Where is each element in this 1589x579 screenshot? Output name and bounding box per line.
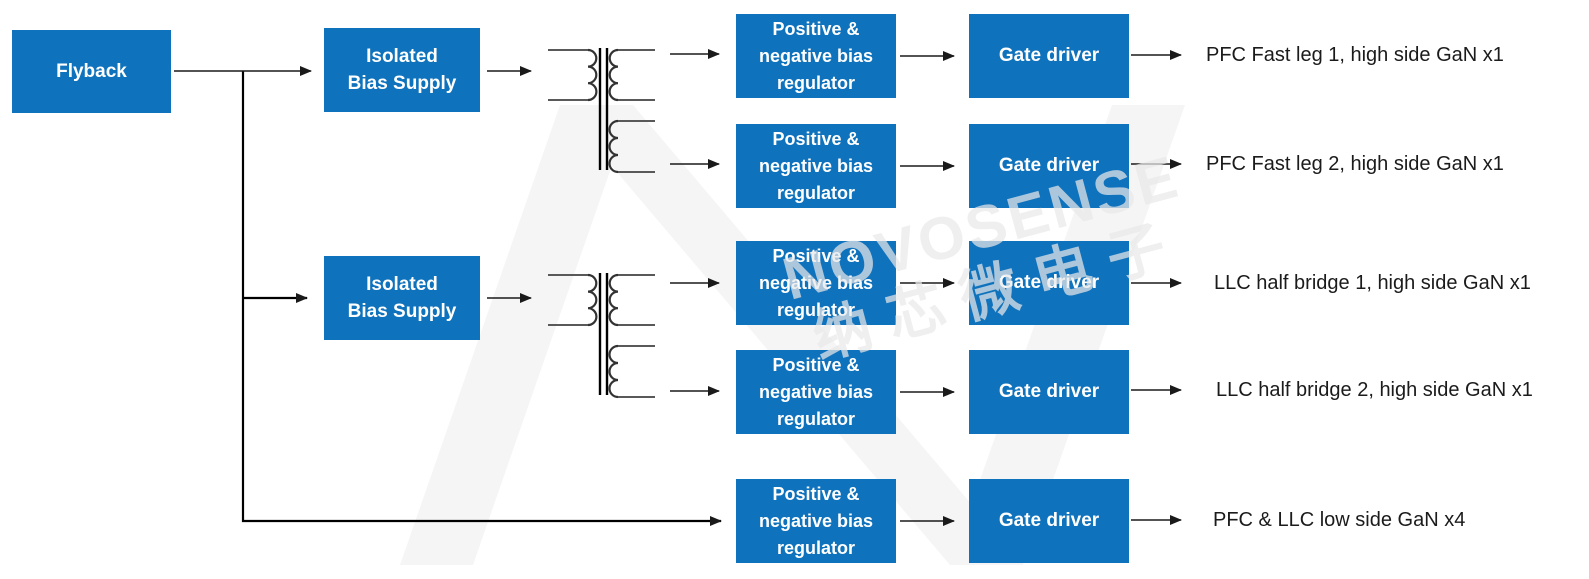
- transformer-icon-2: [546, 271, 657, 399]
- block-gate-driver-2: Gate driver: [969, 124, 1129, 208]
- output-label-2: PFC Fast leg 2, high side GaN x1: [1206, 153, 1504, 175]
- trunk-connector: [241, 71, 722, 526]
- block-gate-driver-3-label: Gate driver: [998, 272, 1100, 293]
- output-label-4: LLC half bridge 2, high side GaN x1: [1216, 379, 1533, 401]
- block-gate-driver-2-label: Gate driver: [998, 155, 1100, 176]
- block-flyback-label: Flyback: [56, 60, 127, 82]
- block-bias-regulator-2: Positive & negative bias regulator: [736, 124, 896, 208]
- block-isolated-bias-supply-2: Isolated Bias Supply: [324, 256, 480, 340]
- block-bias-regulator-4-label: Positive & negative bias regulator: [758, 354, 874, 429]
- block-bias-regulator-3: Positive & negative bias regulator: [736, 241, 896, 325]
- block-bias-regulator-2-label: Positive & negative bias regulator: [758, 128, 874, 203]
- block-isolated-bias-supply-1-label: Isolated Bias Supply: [347, 46, 457, 94]
- output-label-5: PFC & LLC low side GaN x4: [1213, 509, 1466, 531]
- block-isolated-bias-supply-2-label: Isolated Bias Supply: [347, 274, 457, 322]
- block-gate-driver-5: Gate driver: [969, 479, 1129, 563]
- block-bias-regulator-4: Positive & negative bias regulator: [736, 350, 896, 434]
- arrow-connectors: [174, 49, 1182, 526]
- block-gate-driver-4-label: Gate driver: [998, 381, 1100, 402]
- block-bias-regulator-5: Positive & negative bias regulator: [736, 479, 896, 563]
- transformer-icon-1: [546, 46, 657, 174]
- output-label-1: PFC Fast leg 1, high side GaN x1: [1206, 44, 1504, 66]
- block-bias-regulator-1: Positive & negative bias regulator: [736, 14, 896, 98]
- block-gate-driver-1-label: Gate driver: [998, 45, 1100, 66]
- block-flyback: Flyback: [12, 30, 171, 113]
- block-gate-driver-3: Gate driver: [969, 241, 1129, 325]
- output-label-3: LLC half bridge 1, high side GaN x1: [1214, 272, 1531, 294]
- block-bias-regulator-3-label: Positive & negative bias regulator: [758, 245, 874, 320]
- block-bias-regulator-1-label: Positive & negative bias regulator: [758, 18, 874, 93]
- block-gate-driver-1: Gate driver: [969, 14, 1129, 98]
- block-gate-driver-4: Gate driver: [969, 350, 1129, 434]
- block-isolated-bias-supply-1: Isolated Bias Supply: [324, 28, 480, 112]
- block-bias-regulator-5-label: Positive & negative bias regulator: [758, 483, 874, 558]
- block-gate-driver-5-label: Gate driver: [998, 510, 1100, 531]
